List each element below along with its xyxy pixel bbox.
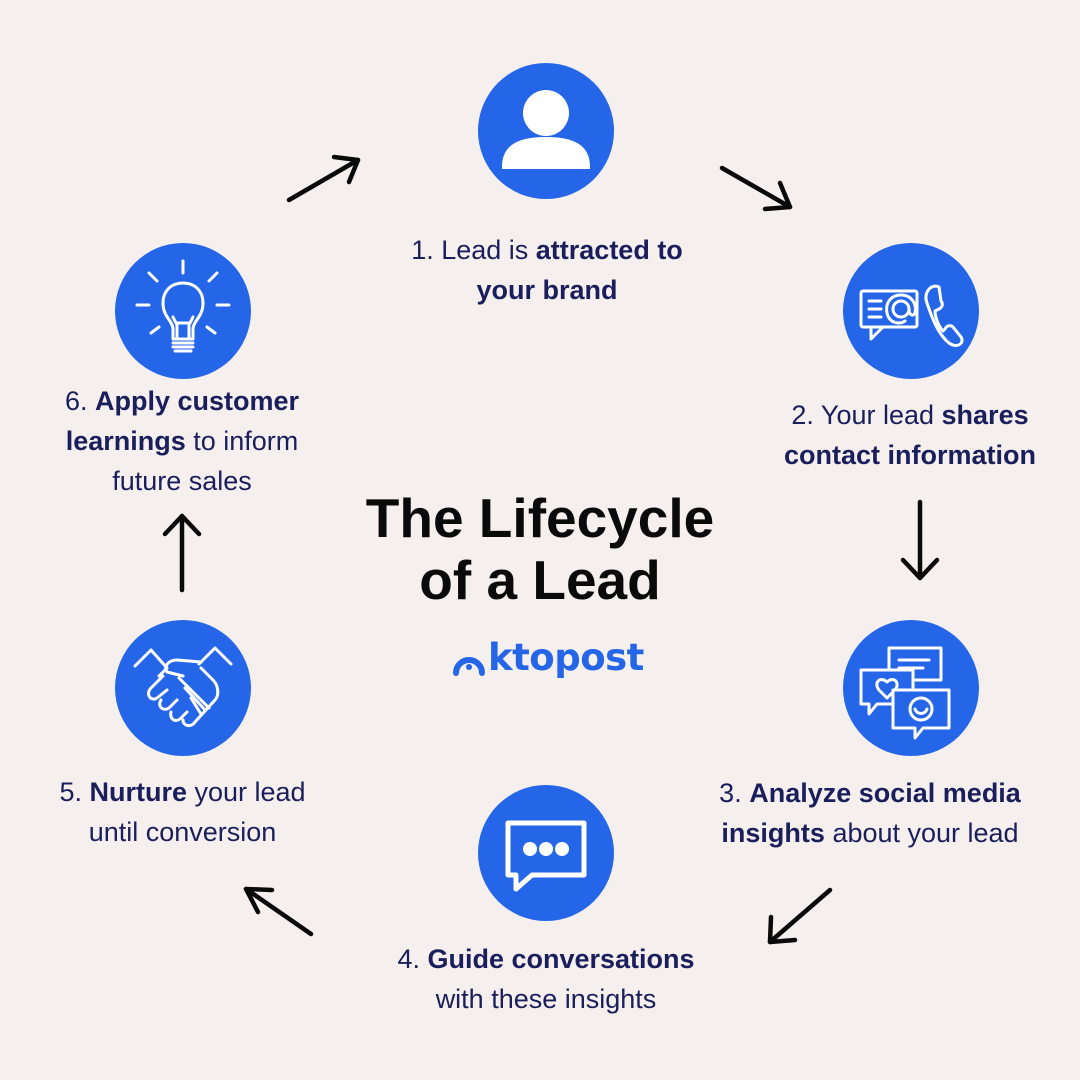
arrow-3-to-4 [767,887,833,945]
message-bubble-icon [505,820,587,892]
oktopost-logo: ktopost [452,636,644,680]
social-chat-icon [859,646,951,740]
logo-mark-icon [453,657,485,676]
step-6-label: 6. Apply customer learnings to inform fu… [64,386,300,496]
handshake-icon [133,646,233,728]
step-4-label: 4. Guide conversations with these insigh… [397,944,695,1014]
step-1-circle [478,63,614,199]
step-5-label: 5. Nurture your lead until conversion [59,777,306,847]
arrow-1-to-2 [719,165,793,212]
arrow-2-to-3 [900,499,940,581]
arrow-6-to-1 [286,154,361,203]
logo-text: ktopost [488,636,644,679]
step-1-label: 1. Lead is attracted to your brand [411,235,683,305]
page-title: The Lifecycle of a Lead [300,487,780,611]
user-icon [502,90,590,169]
step-2-label: 2. Your lead shares contact information [783,400,1036,470]
step-4-circle [478,785,614,921]
step-2-circle [843,243,979,379]
step-3-circle [843,620,979,756]
step-5-circle [115,620,251,756]
arrow-4-to-5 [243,886,314,937]
step-6-circle [115,243,251,379]
title-line-2: of a Lead [419,549,661,611]
title-line-1: The Lifecycle [365,487,715,549]
lightbulb-icon [135,259,231,353]
step-3-label: 3. Analyze social media insights about y… [719,778,1021,848]
arrow-5-to-6 [162,513,202,593]
email-phone-icon [859,284,964,347]
